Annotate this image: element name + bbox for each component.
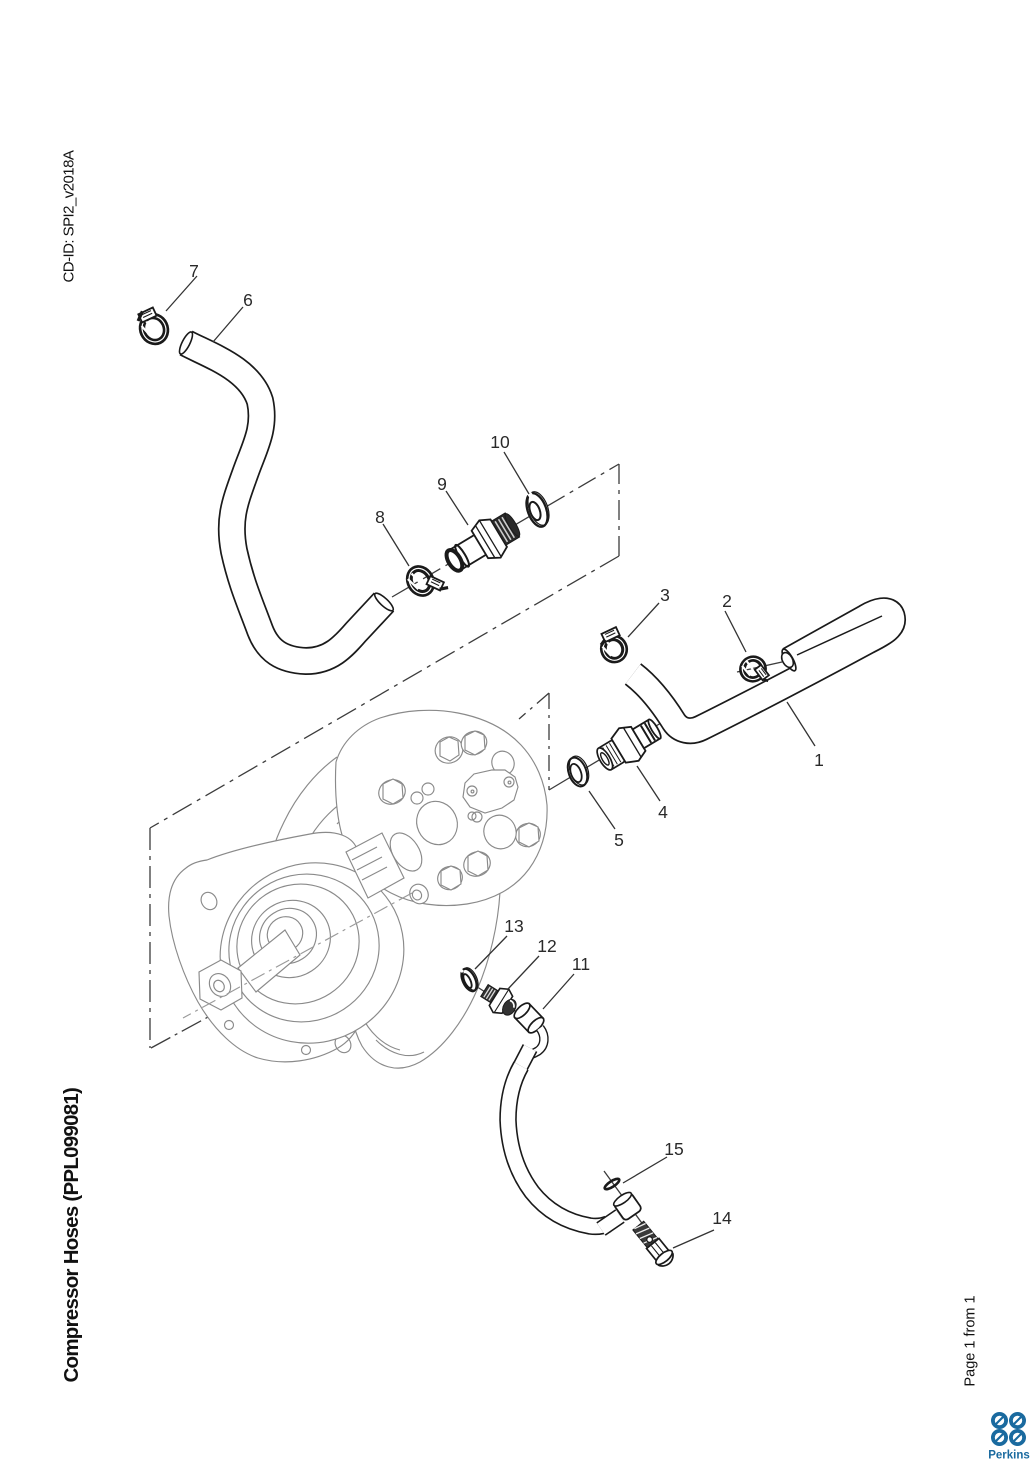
svg-text:12: 12 [537,936,556,956]
svg-text:15: 15 [664,1139,683,1159]
svg-text:1: 1 [814,750,824,770]
svg-text:3: 3 [660,585,670,605]
svg-text:9: 9 [437,474,447,494]
svg-text:14: 14 [712,1208,732,1228]
svg-text:10: 10 [490,432,510,452]
svg-text:2: 2 [722,591,732,611]
svg-text:CD-ID: SPI2_v2018A: CD-ID: SPI2_v2018A [61,150,78,282]
svg-text:Compressor Hoses (PPL099081): Compressor Hoses (PPL099081) [60,1088,83,1383]
svg-text:4: 4 [658,802,668,822]
svg-text:Page 1 from 1: Page 1 from 1 [963,1295,979,1386]
svg-text:7: 7 [189,261,199,281]
svg-text:6: 6 [243,290,253,310]
svg-text:13: 13 [504,916,523,936]
svg-text:8: 8 [375,507,385,527]
svg-text:5: 5 [614,830,624,850]
svg-text:11: 11 [572,954,590,974]
svg-text:Perkins: Perkins [988,1450,1030,1461]
